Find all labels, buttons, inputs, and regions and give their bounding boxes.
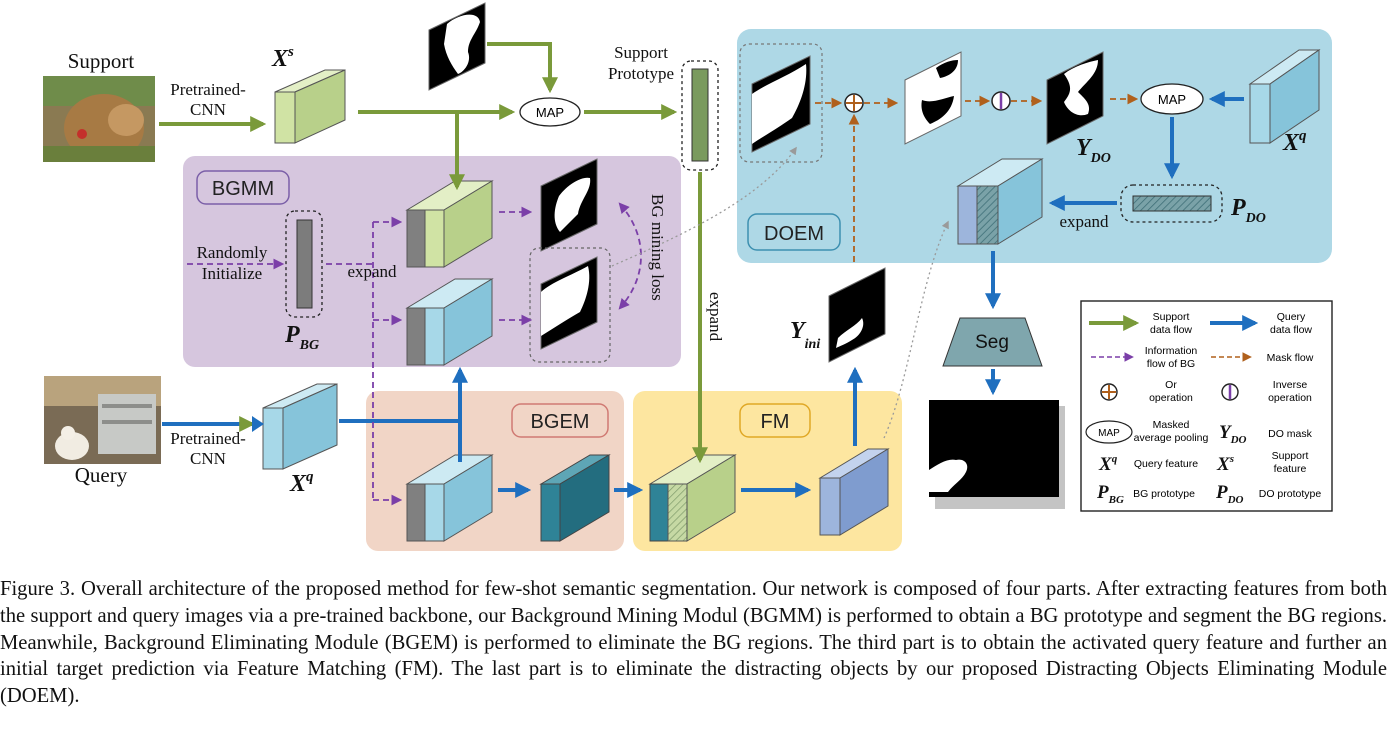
legend-query-flow-l1: Query	[1277, 311, 1306, 323]
fm-combined-block	[648, 454, 737, 542]
support-prototype-bar	[691, 68, 709, 162]
legend-mask-flow: Mask flow	[1267, 352, 1314, 364]
expand-bgmm-label: expand	[347, 262, 397, 281]
y-do-mask	[1046, 51, 1104, 145]
bg-mining-loss-arc	[618, 202, 642, 310]
doem-xq-symbol: Xq	[1282, 128, 1307, 156]
support-image	[43, 76, 155, 162]
legend-support-flow-l2: data flow	[1150, 324, 1192, 336]
p-bg-symbol: PBG	[284, 322, 319, 353]
y-ini-symbol: Yini	[790, 318, 820, 352]
support-prototype-label-l1: Support	[614, 43, 668, 62]
query-feature-xq	[262, 383, 338, 470]
bgmm-support-block	[405, 180, 494, 268]
bgmm-label-box	[196, 170, 290, 205]
doem-combined-block	[956, 158, 1044, 245]
fm-output-block	[818, 448, 890, 536]
legend-inverse-l1: Inverse	[1273, 379, 1308, 391]
fm-to-doem-link	[883, 220, 949, 439]
support-label: Support	[68, 49, 135, 73]
pretrained-cnn-support-l2: CNN	[190, 100, 226, 119]
legend-pdo-symbol: PDO	[1215, 482, 1244, 506]
inverse-operation-icon	[991, 91, 1011, 111]
bg-mining-loss-label: BG mining loss	[648, 194, 667, 301]
legend-support-flow-l1: Support	[1153, 311, 1190, 323]
support-mask-to-map-arrow	[487, 42, 558, 94]
map-node-doem	[1140, 83, 1204, 115]
legend-pbg-symbol: PBG	[1096, 482, 1124, 506]
fm-label: FM	[761, 411, 790, 433]
query-image	[44, 376, 161, 464]
legend-xq-symbol: Xq	[1098, 453, 1118, 475]
pretrained-cnn-query-l1: Pretrained-	[170, 429, 246, 448]
map-node-doem-label: MAP	[1158, 92, 1186, 107]
bgmm-query-block	[405, 278, 494, 366]
randomly-label-l2: Initialize	[202, 264, 262, 283]
legend-map-l2: average pooling	[1134, 432, 1209, 444]
legend-info-flow-l2: flow of BG	[1147, 358, 1195, 370]
doem-mask-frame	[739, 43, 823, 163]
support-feature-xs	[274, 69, 346, 144]
legend-pbg-desc: BG prototype	[1133, 488, 1195, 500]
bg-prototype-frame	[285, 210, 323, 318]
doem-bg-mask	[751, 55, 811, 153]
legend-inverse-l2: operation	[1268, 392, 1312, 404]
expand-vertical-label: expand	[706, 292, 725, 342]
legend-xs-l2: feature	[1274, 463, 1307, 475]
bgem-input-block	[405, 454, 494, 542]
legend-pdo-desc: DO prototype	[1259, 488, 1322, 500]
randomly-label-l1: Randomly	[197, 243, 268, 262]
figure-caption: Figure 3. Overall architecture of the pr…	[0, 578, 1387, 708]
legend-map-symbol: MAP	[1098, 428, 1120, 439]
xs-symbol: Xs	[271, 44, 294, 72]
legend-map-l1: Masked	[1153, 419, 1190, 431]
bg-mask-support	[540, 158, 598, 252]
legend-xq-desc: Query feature	[1134, 458, 1198, 470]
doem-panel	[737, 29, 1332, 263]
bgem-label: BGEM	[531, 411, 590, 433]
seg-label: Seg	[975, 332, 1009, 353]
seg-block	[942, 317, 1043, 367]
doem-label-box	[747, 213, 841, 251]
p-do-symbol: PDO	[1230, 195, 1266, 226]
y-ini-mask	[828, 267, 886, 363]
legend: Support data flow Query data flow Inform…	[1080, 300, 1333, 512]
doem-label: DOEM	[764, 223, 824, 245]
pretrained-cnn-support-l1: Pretrained-	[170, 80, 246, 99]
doem-inter-mask	[904, 51, 962, 145]
pretrained-cnn-query-l2: CNN	[190, 449, 226, 468]
legend-ydo-symbol: YDO	[1219, 422, 1247, 446]
do-prototype-frame	[1120, 184, 1223, 223]
legend-or-l1: Or	[1165, 379, 1177, 391]
bg-mask-query-frame	[529, 247, 611, 363]
legend-query-flow-l2: data flow	[1270, 324, 1312, 336]
final-prediction-mask	[929, 400, 1065, 509]
legend-ydo-desc: DO mask	[1268, 428, 1313, 440]
query-flow-arrowhead-fix	[252, 416, 264, 432]
do-prototype-bar	[1132, 195, 1212, 212]
architecture-diagram: BGMM BGEM FM DOEM Support Query Pretrain…	[43, 2, 1333, 551]
map-node-support-label: MAP	[536, 105, 564, 120]
map-node-support	[519, 97, 581, 127]
legend-map-icon	[1085, 420, 1133, 444]
doem-query-feature	[1248, 49, 1321, 144]
y-do-symbol: YDO	[1076, 135, 1111, 166]
support-prototype-label-l2: Prototype	[608, 64, 674, 83]
bgem-output-block	[539, 454, 611, 542]
query-label: Query	[75, 463, 128, 487]
xq-symbol: Xq	[289, 469, 314, 497]
bgmask-to-doem-link	[611, 146, 797, 267]
bg-mask-query	[540, 256, 598, 350]
expand-doem-label: expand	[1059, 212, 1109, 231]
legend-xs-l1: Support	[1272, 450, 1309, 462]
legend-xs-symbol: Xs	[1216, 453, 1234, 475]
or-operation-icon	[844, 93, 864, 113]
bg-prototype-bar	[296, 219, 313, 309]
legend-or-l2: operation	[1149, 392, 1193, 404]
legend-info-flow-l1: Information	[1145, 345, 1198, 357]
bgem-label-box	[511, 403, 609, 438]
support-mask	[428, 2, 486, 91]
fm-label-box	[739, 403, 811, 438]
bgmm-label: BGMM	[212, 178, 274, 200]
